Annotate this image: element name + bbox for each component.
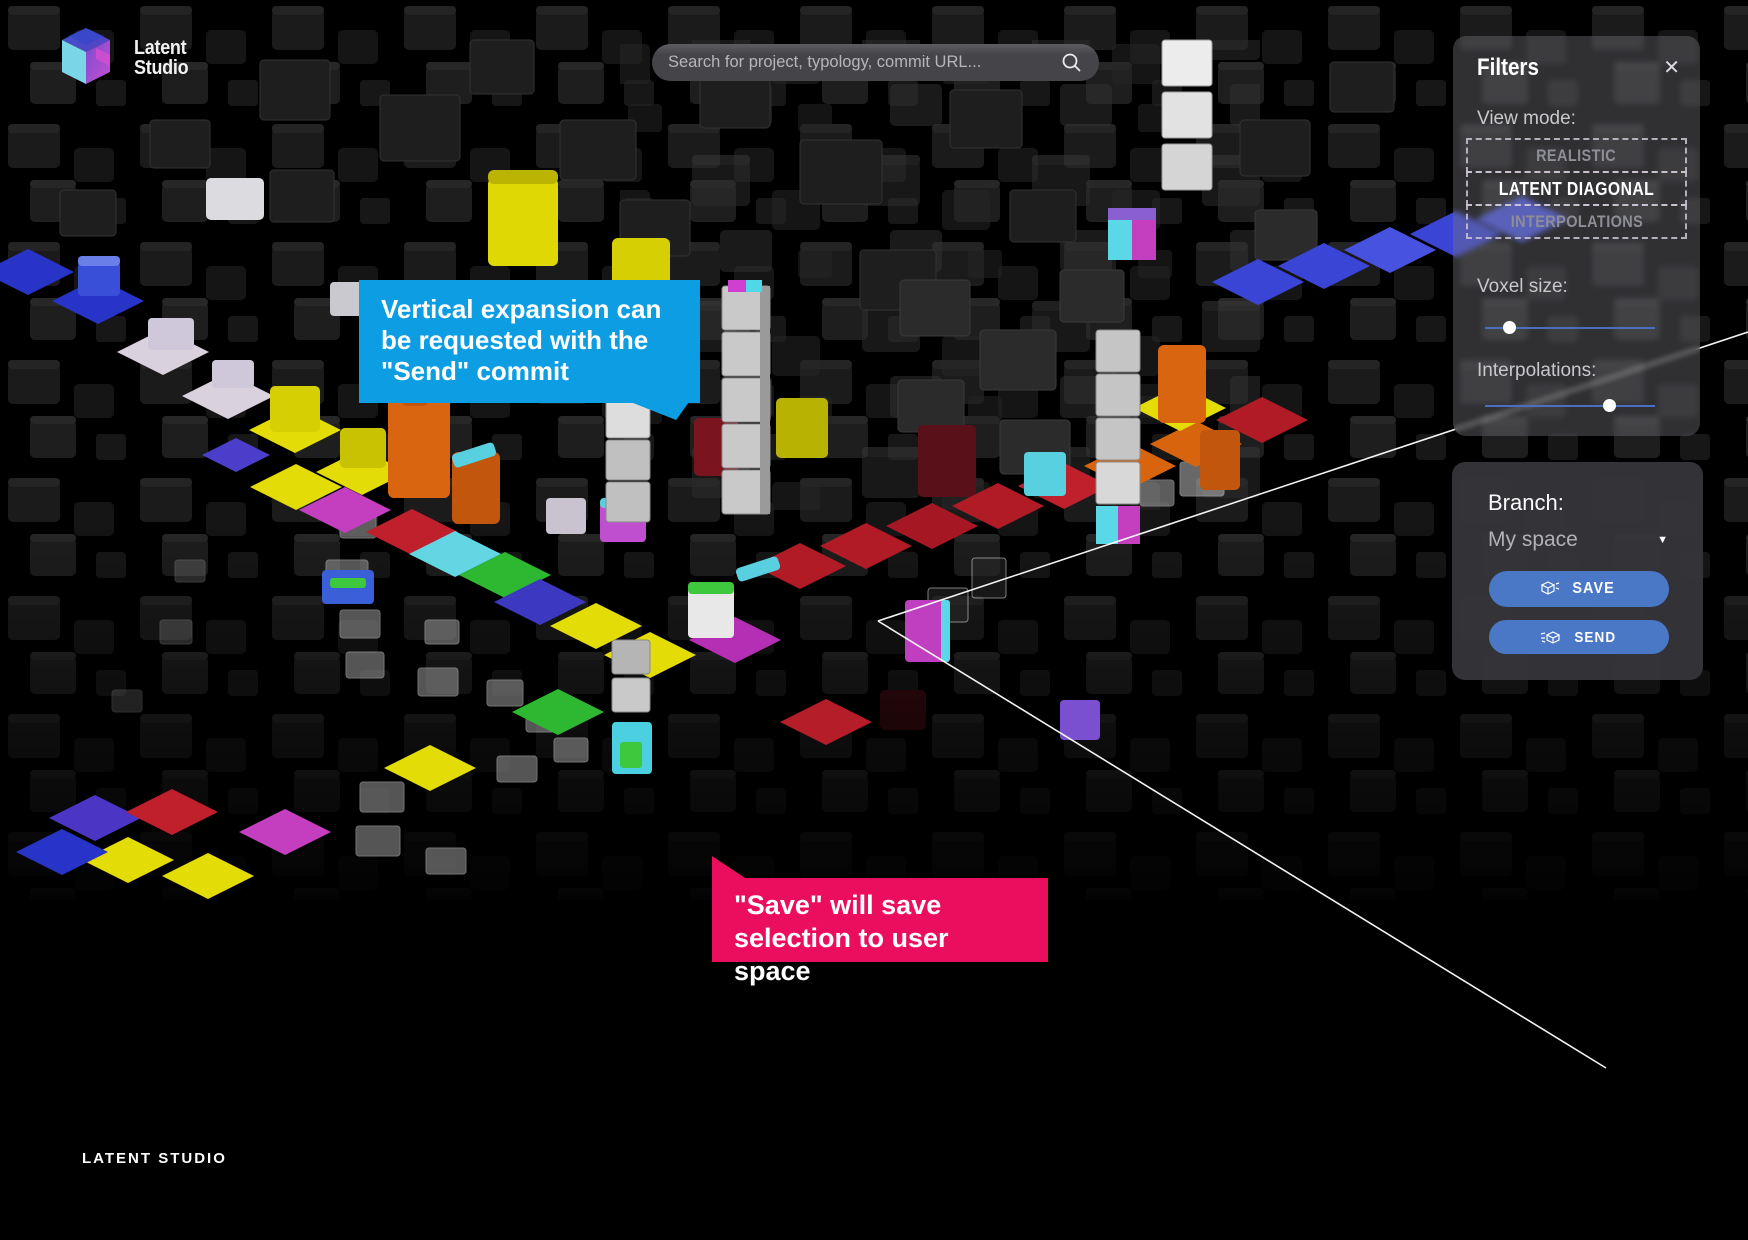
save-cube-icon bbox=[1541, 581, 1560, 595]
search-icon[interactable] bbox=[1061, 52, 1083, 74]
tower-left bbox=[605, 397, 651, 713]
save-hint-callout: "Save" will save selection to user space bbox=[712, 856, 1048, 986]
latent-studio-logo-mark bbox=[62, 28, 110, 84]
footer-brand: LATENT STUDIO bbox=[82, 1150, 227, 1167]
view-mode-option-interpolations[interactable]: INTERPOLATIONS bbox=[1466, 204, 1687, 239]
app-logo[interactable]: Latent Studio bbox=[54, 26, 294, 92]
search-input[interactable] bbox=[668, 53, 1061, 72]
chevron-down-icon: ▼ bbox=[1657, 534, 1668, 546]
search-bar[interactable] bbox=[652, 44, 1099, 81]
send-hint-callout: Vertical expansion can be requested with… bbox=[359, 280, 700, 420]
yellow-machines bbox=[270, 170, 828, 468]
logo-text: Latent Studio bbox=[134, 26, 189, 92]
send-button[interactable]: SEND bbox=[1489, 620, 1669, 654]
interpolations-label: Interpolations: bbox=[1477, 360, 1597, 381]
voxel-size-slider-handle[interactable] bbox=[1502, 321, 1516, 334]
cyan-magenta-machines bbox=[322, 442, 1100, 774]
cyan-magenta-cube-top-right bbox=[1108, 208, 1156, 260]
close-icon[interactable]: ✕ bbox=[1663, 57, 1680, 79]
view-mode-option-latent-diagonal[interactable]: LATENT DIAGONAL bbox=[1466, 171, 1687, 206]
orange-robots bbox=[388, 345, 1240, 524]
view-mode-option-realistic[interactable]: REALISTIC bbox=[1466, 138, 1687, 173]
voxel-size-label: Voxel size: bbox=[1477, 276, 1568, 297]
filters-title: Filters bbox=[1477, 54, 1539, 81]
voxel-objects bbox=[78, 170, 1240, 774]
tower-right bbox=[1095, 329, 1141, 544]
voxel-size-slider[interactable] bbox=[1485, 321, 1655, 334]
send-hint-text: Vertical expansion can be requested with… bbox=[381, 294, 662, 386]
save-button[interactable]: SAVE bbox=[1489, 571, 1669, 607]
tower-top-right bbox=[1161, 39, 1213, 191]
voxel-towers bbox=[605, 39, 1213, 713]
view-mode-options: REALISTIC LATENT DIAGONAL INTERPOLATIONS bbox=[1466, 138, 1687, 239]
logo-line1: Latent bbox=[134, 37, 187, 59]
send-cube-icon bbox=[1540, 631, 1561, 644]
branch-dropdown[interactable]: My space ▼ bbox=[1488, 528, 1668, 552]
interpolations-slider-handle[interactable] bbox=[1603, 399, 1617, 412]
branch-selected-value: My space bbox=[1488, 528, 1578, 551]
scene-floor bbox=[0, 930, 1748, 1240]
view-mode-label: View mode: bbox=[1477, 108, 1576, 129]
blue-machine bbox=[78, 256, 120, 296]
filters-panel: Filters ✕ View mode: REALISTIC LATENT DI… bbox=[1453, 36, 1700, 436]
logo-line2: Studio bbox=[134, 57, 189, 79]
save-hint-text: "Save" will save selection to user space bbox=[734, 890, 949, 986]
branch-label: Branch: bbox=[1488, 490, 1564, 515]
interpolations-slider[interactable] bbox=[1485, 399, 1655, 412]
branch-panel: Branch: My space ▼ SAVE SEND bbox=[1452, 462, 1703, 680]
tower-central bbox=[721, 280, 771, 515]
